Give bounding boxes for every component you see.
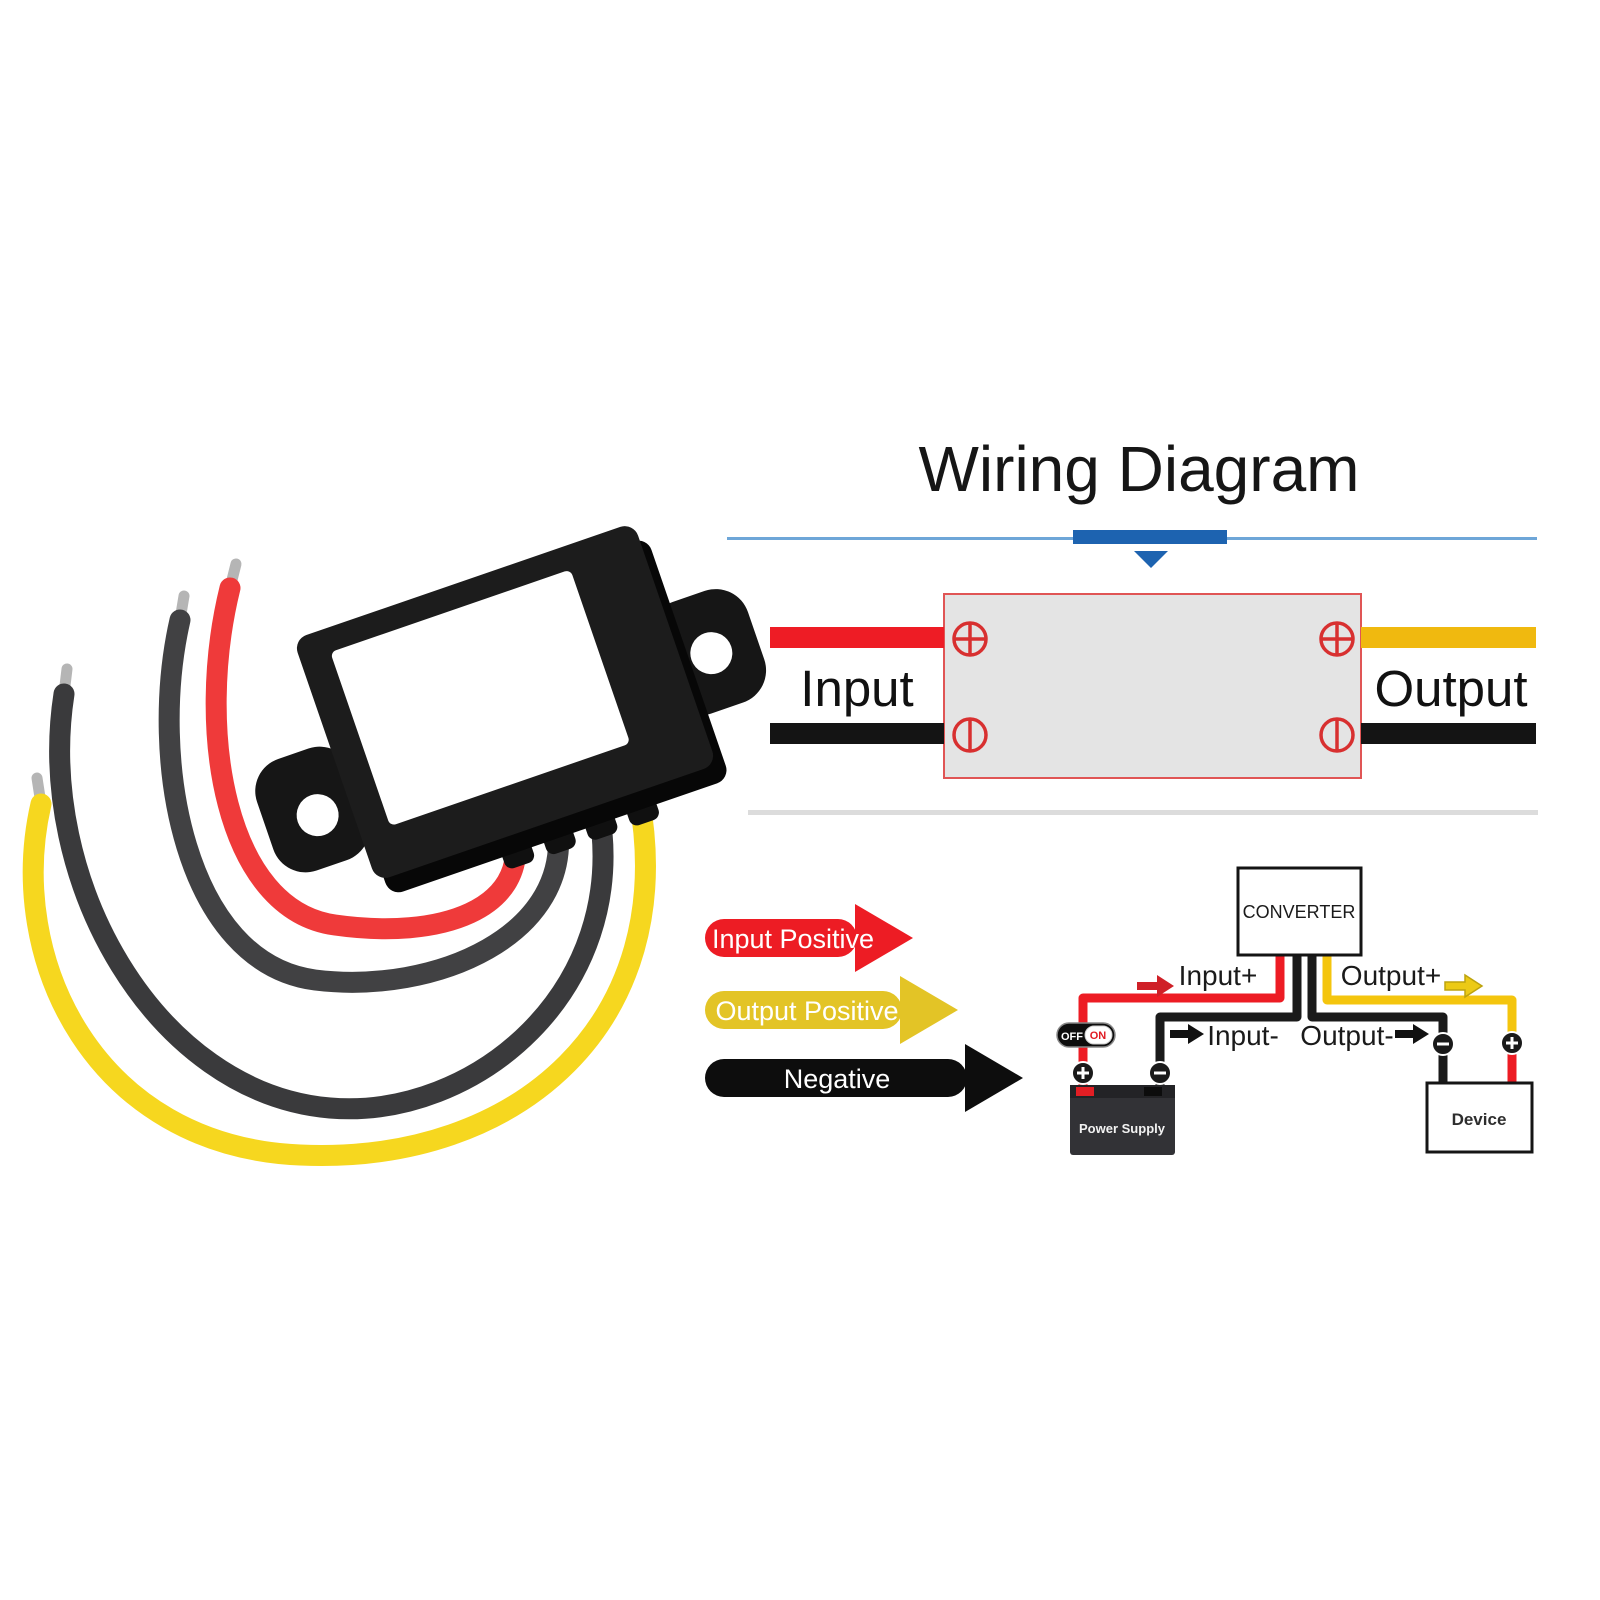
product-red-wire	[205, 577, 527, 940]
circuit-output-positive-label: Output+	[1341, 960, 1441, 991]
legend-output-positive-arrow	[705, 976, 958, 1044]
device-box: Device	[1425, 1081, 1534, 1154]
product-photo	[22, 526, 767, 1166]
circuit-output-negative-label: Output-	[1300, 1020, 1393, 1051]
battery-red-terminal-block	[1076, 1087, 1094, 1096]
power-switch: OFF ON	[1056, 1022, 1116, 1048]
mounting-hole-right	[690, 632, 733, 675]
product-yellow-wire	[22, 787, 656, 1166]
power-supply-label: Power Supply	[1079, 1121, 1166, 1136]
screw-terminal-input-positive-icon	[952, 621, 988, 657]
converter-block	[943, 593, 1362, 779]
switch-on-label: ON	[1090, 1030, 1107, 1042]
input-label: Input	[800, 660, 914, 717]
circuit-converter-label: CONVERTER	[1243, 902, 1356, 922]
section-separator	[748, 810, 1538, 815]
legend-negative-label: Negative	[784, 1064, 891, 1094]
product-black-wire-inner	[158, 609, 570, 993]
circuit-output-positive-wire	[1322, 955, 1517, 1043]
wire-legend: Input Positive Output Positive Negative	[705, 904, 1023, 1112]
circuit-input-negative-wire	[1155, 955, 1302, 1089]
output-label: Output	[1374, 660, 1528, 717]
output-negative-wire	[1361, 723, 1536, 744]
circuit-diagram: CONVERTER Input+ Output+ Input- Output- …	[1056, 866, 1534, 1155]
device-label: Device	[1452, 1110, 1507, 1129]
page-title: Wiring Diagram	[918, 433, 1360, 505]
converter-module	[255, 526, 767, 893]
circuit-input-negative-label: Input-	[1207, 1020, 1279, 1051]
circuit-converter-box	[1236, 866, 1363, 957]
legend-input-positive-label: Input Positive	[712, 924, 874, 954]
output-positive-wire	[1361, 627, 1536, 648]
divider-arrow-down-icon	[1134, 551, 1168, 568]
device-positive-terminal-icon	[1500, 1031, 1524, 1055]
power-supply-battery: Power Supply	[1070, 1085, 1175, 1155]
legend-negative-arrow	[705, 1044, 1023, 1112]
screw-terminal-output-positive-icon	[1319, 621, 1355, 657]
battery-negative-terminal-icon	[1148, 1061, 1172, 1085]
circuit-input-positive-label: Input+	[1179, 960, 1258, 991]
legend-output-positive-label: Output Positive	[715, 996, 898, 1026]
input-negative-mini-arrow-icon	[1170, 1024, 1204, 1044]
legend-input-positive-arrow	[705, 904, 913, 972]
input-positive-wire	[770, 627, 944, 648]
product-black-wire-outer	[49, 683, 614, 1120]
divider-accent-bar	[1073, 530, 1227, 544]
input-positive-mini-arrow-icon	[1137, 975, 1174, 997]
battery-black-terminal-block	[1144, 1087, 1162, 1096]
module-white-label	[331, 571, 629, 825]
output-positive-mini-arrow-icon	[1444, 973, 1484, 999]
battery-positive-terminal-icon	[1071, 1061, 1095, 1085]
output-negative-mini-arrow-icon	[1395, 1024, 1429, 1044]
input-negative-wire	[770, 723, 944, 744]
device-negative-terminal-icon	[1431, 1032, 1455, 1056]
mounting-hole-left	[296, 794, 339, 837]
switch-off-label: OFF	[1061, 1031, 1083, 1043]
screw-terminal-output-negative-icon	[1319, 717, 1355, 753]
screw-terminal-input-negative-icon	[952, 717, 988, 753]
